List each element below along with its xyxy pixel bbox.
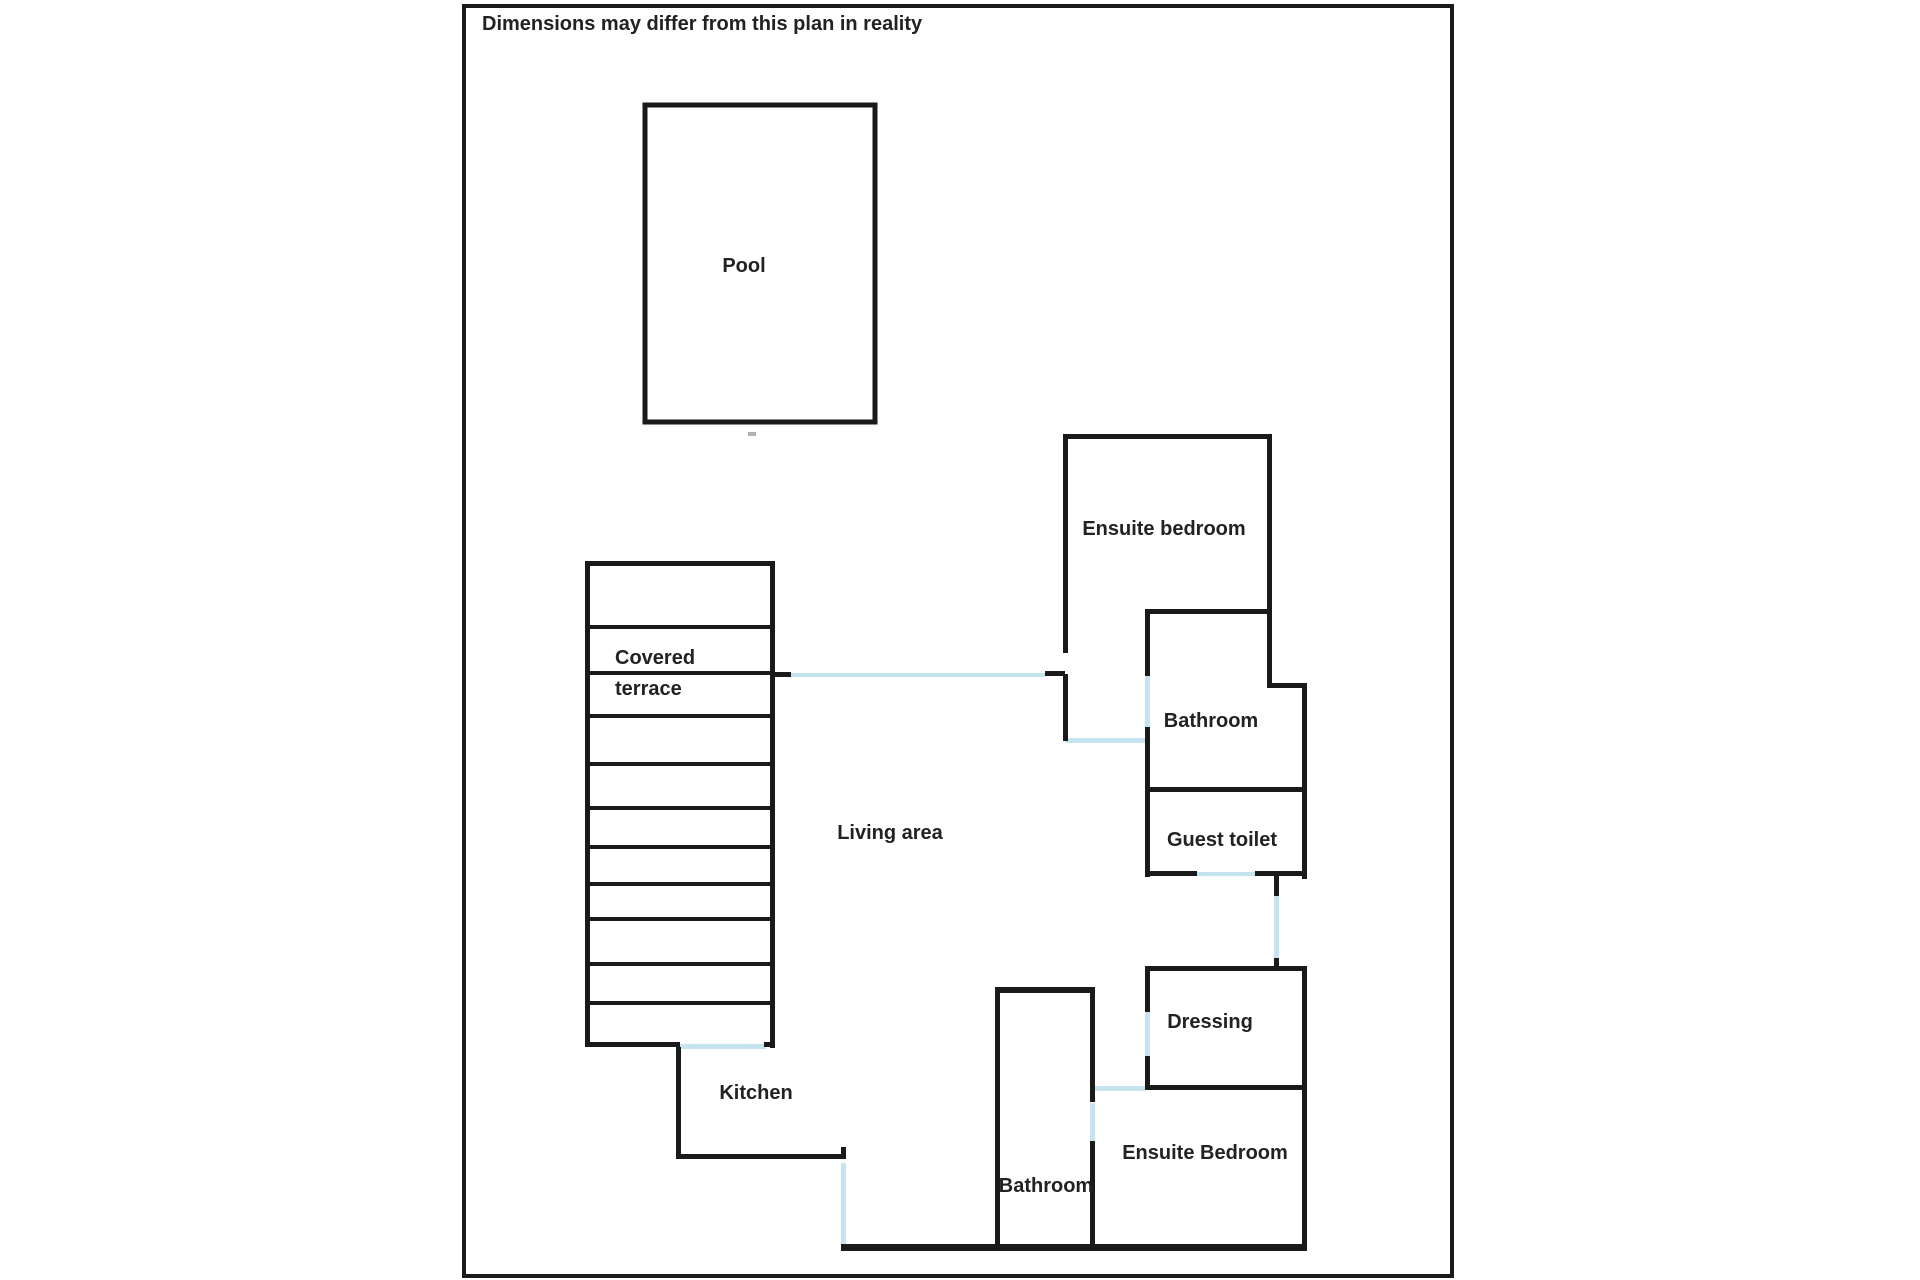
wall-right-outer-upper: [1302, 683, 1307, 879]
terrace-deck-line: [587, 1001, 771, 1005]
wall-ensuite2-left: [1090, 1141, 1095, 1251]
stray-mark: [748, 432, 756, 436]
terrace-deck-line: [587, 762, 771, 766]
wall-guest-toilet-bottom-right: [1255, 871, 1307, 876]
wall-corridor-left: [1063, 674, 1068, 741]
wall-bathroom2-top: [995, 987, 1095, 993]
wall-ensuite1-right: [1267, 434, 1272, 688]
door-corridor-bottom: [1065, 738, 1147, 743]
room-label-kitchen: Kitchen: [719, 1082, 793, 1104]
wall-house-bottom: [841, 1244, 1307, 1251]
wall-bathroom2-right: [1090, 987, 1095, 1102]
wall-kitchen-tick: [841, 1147, 846, 1159]
terrace-deck-line: [587, 671, 771, 675]
wall-terrace-bottom-tick: [764, 1042, 775, 1047]
wall-bathroom1-bottom: [1145, 787, 1305, 792]
terrace-deck-line: [587, 845, 771, 849]
room-label-bathroom-top: Bathroom: [1163, 710, 1259, 732]
plan-disclaimer: Dimensions may differ from this plan in …: [482, 13, 923, 35]
room-label-covered-terrace-line1: Covered: [615, 647, 696, 669]
terrace-deck-line: [587, 714, 771, 718]
room-label-ensuite-bedroom-top: Ensuite bedroom: [1082, 518, 1246, 540]
wall-tick-living-right: [1045, 671, 1065, 676]
room-label-living-area: Living area: [837, 822, 943, 844]
wall-kitchen-left: [676, 1047, 681, 1159]
terrace-deck-line: [587, 625, 771, 629]
door-ensuite2-threshold: [1095, 1086, 1145, 1091]
wall-terrace-right: [770, 561, 775, 1048]
wall-kitchen-bottom: [676, 1154, 846, 1159]
pool-outline: [642, 102, 878, 425]
room-label-covered-terrace-line2: terrace: [615, 678, 682, 700]
door-bathroom2-ensuite2: [1090, 1103, 1095, 1141]
door-terrace-kitchen: [679, 1044, 766, 1049]
wall-dressing-bottom: [1147, 1085, 1307, 1090]
wall-terrace-top: [585, 561, 775, 566]
door-kitchen-bottom: [841, 1163, 846, 1245]
door-guest-toilet: [1197, 872, 1255, 876]
wall-bathroom1-left-lower: [1145, 727, 1150, 877]
wall-guest-toilet-bottom-left: [1145, 871, 1197, 876]
wall-terrace-left: [585, 561, 590, 1047]
terrace-deck-line: [587, 917, 771, 921]
room-label-ensuite-bedroom-bottom: Ensuite Bedroom: [1122, 1142, 1288, 1164]
wall-tick-living-left: [775, 672, 791, 677]
room-label-bathroom-bottom: Bathroom: [998, 1175, 1094, 1197]
door-dressing: [1145, 1012, 1150, 1056]
room-label-pool: Pool: [722, 255, 766, 277]
wall-connector-stub-top: [1274, 876, 1279, 896]
room-label-dressing: Dressing: [1167, 1011, 1253, 1033]
room-label-covered-terrace: Covered terrace: [615, 643, 695, 705]
wall-ensuite1-top: [1063, 434, 1271, 439]
wall-bathroom1-left-upper: [1145, 609, 1150, 676]
wall-connector-stub-bottom: [1274, 958, 1279, 968]
terrace-deck-line: [587, 882, 771, 886]
wall-bathroom1-step: [1267, 683, 1307, 688]
door-connector-vertical: [1274, 896, 1279, 958]
plan-page-border: [462, 4, 1454, 1278]
wall-dressing-top: [1145, 966, 1307, 971]
wall-right-outer-lower: [1302, 966, 1307, 1251]
wall-bathroom2-left: [995, 987, 1000, 1249]
door-terrace-living-area: [791, 673, 1045, 677]
room-label-guest-toilet: Guest toilet: [1166, 829, 1278, 851]
wall-ensuite1-left: [1063, 434, 1068, 653]
terrace-deck-line: [587, 962, 771, 966]
wall-terrace-bottom-left: [585, 1042, 680, 1047]
door-bathroom-top: [1145, 676, 1150, 727]
wall-dressing-left-upper: [1145, 966, 1150, 1012]
terrace-deck-line: [587, 806, 771, 810]
wall-bathroom1-top: [1145, 609, 1272, 614]
wall-dressing-left-lower: [1145, 1056, 1150, 1090]
